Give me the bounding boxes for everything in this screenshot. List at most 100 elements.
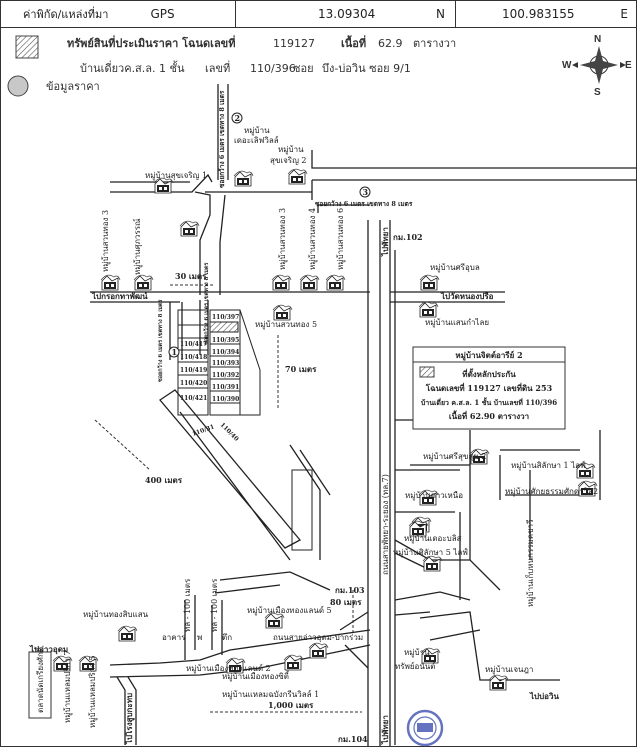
area-label: เนื้อที่ bbox=[341, 35, 366, 50]
plot-label: 110/397 bbox=[212, 314, 239, 321]
label: ไปวัดหนองปรือ bbox=[440, 291, 494, 301]
label: ทรัพย์อนันต์ bbox=[395, 661, 435, 671]
label: หมู่บ้านเมืองทองซิตี้ bbox=[222, 670, 290, 682]
label: ไปอ่าวอุดม bbox=[29, 644, 68, 655]
info-line3: เนื้อที่ 62.90 ตารางวา bbox=[449, 410, 529, 421]
deed-number: 119127 bbox=[273, 37, 315, 50]
label: ทล - 100 เมตร bbox=[183, 578, 192, 632]
label: หมู่บ้านเมืองทองแลนด์ 5 bbox=[247, 605, 332, 616]
label: 80 เมตร bbox=[330, 597, 362, 607]
label: กม.103 bbox=[335, 585, 365, 595]
latitude-cell: 13.09304 N bbox=[236, 1, 456, 27]
label: หมู่บ้านแหลมฉบังกรีนวิลล์ 1 bbox=[222, 689, 319, 700]
label: หมู่บ้านสวนทอง 6 bbox=[336, 208, 346, 270]
plot-label: 110/420 bbox=[180, 380, 207, 387]
compass-s: S bbox=[594, 87, 601, 98]
soi-label: ซอย bbox=[293, 62, 314, 75]
village-house-icon bbox=[287, 168, 308, 185]
plot-label: 110/40 bbox=[219, 421, 240, 442]
price-data-label: ข้อมูลราคา bbox=[46, 80, 100, 93]
info-title: หมู่บ้านจิตต์อารีย์ 2 bbox=[455, 350, 522, 361]
label: หมู่บ้านสวนทอง 3 bbox=[101, 210, 111, 272]
village-house-icon bbox=[308, 642, 329, 659]
label: ตลาดนัดเกรียงศักดิ์ bbox=[34, 646, 45, 713]
label: ไปกรอกทาพัฒน์ bbox=[91, 291, 148, 301]
price-data-circle-icon bbox=[7, 75, 29, 97]
label: หมู่บ้านศักยธรรมศักดาวิล2 bbox=[505, 487, 598, 497]
soi-value: บึง-บ่อวิน ซอย 9/1 bbox=[322, 62, 411, 75]
village-house-icon bbox=[271, 274, 292, 291]
label: 70 เมตร bbox=[285, 364, 317, 374]
label: ซอยกว้าง 6 เมตร เขตทาง 8 เมตร bbox=[202, 263, 210, 345]
plot-label: 110/421 bbox=[180, 395, 207, 402]
label: ไปโรงสูบกะทบ bbox=[124, 693, 135, 745]
subject-property-hatch-icon bbox=[15, 35, 39, 59]
label: กม.102 bbox=[393, 232, 423, 242]
latitude-value: 13.09304 bbox=[318, 7, 376, 21]
label: หมู่บ้านสุขเจริญ 1 bbox=[145, 171, 207, 181]
label: ทล - 100 เมตร bbox=[210, 578, 219, 632]
map-labels: หมู่บ้านสุขเจริญ 1 หมู่บ้าน เดอะเลิฟวิลล… bbox=[28, 90, 598, 745]
latitude-dir: N bbox=[436, 7, 445, 21]
marker-2: 2 bbox=[235, 113, 241, 123]
label: ซอยกว้าง 6 เมตร เขตทาง 8 เมตร bbox=[315, 199, 413, 208]
village-house-icon bbox=[153, 177, 174, 194]
label: อาคาร bbox=[162, 633, 186, 642]
label: 400 เมตร bbox=[145, 475, 183, 485]
source-value: GPS bbox=[150, 7, 175, 21]
area-value: 62.9 bbox=[378, 37, 403, 50]
plot-label: 110/391 bbox=[212, 384, 239, 391]
label: หมู่บ้าน bbox=[278, 145, 304, 155]
village-house-icon bbox=[100, 274, 121, 291]
label: ถนนสายอ่าวอุดม-ปากร่วม bbox=[273, 633, 363, 642]
location-markers: 2 3 1 bbox=[168, 112, 371, 358]
label: หมู่บ้านศิลักษา 5 ไลฟ์ bbox=[393, 547, 468, 558]
village-house-icon bbox=[272, 304, 293, 321]
plot-label: 110/418 bbox=[180, 354, 207, 361]
house-type: บ้านเดี่ยวค.ส.ล. 1 ชั้น bbox=[80, 60, 185, 75]
village-house-icon bbox=[117, 625, 138, 642]
label: หมู่บ้านสวนทอง 4 bbox=[308, 208, 318, 270]
label: ไปพัทยา bbox=[380, 227, 390, 257]
subject-plot-hatch bbox=[209, 321, 239, 333]
plot-label: 110/394 bbox=[212, 349, 239, 356]
area-unit: ตารางวา bbox=[413, 37, 456, 50]
label: ถนนสายพัทยา-ระยอง (ทล.7) bbox=[381, 474, 390, 575]
info-subtitle: ที่ตั้งหลักประกัน bbox=[462, 368, 516, 379]
village-house-icon bbox=[422, 555, 443, 572]
plot-label: 110/417 bbox=[180, 341, 207, 348]
plot-label: 110/393 bbox=[212, 360, 239, 367]
label: หมู่บ้านเดอะบลิส bbox=[404, 534, 462, 544]
village-house-icon bbox=[264, 612, 285, 629]
collateral-hatch-icon bbox=[419, 366, 435, 378]
label: หมู่บ้านสิลักษา 1 ไลฟ์ bbox=[511, 460, 586, 471]
label: สุขเจริญ 2 bbox=[270, 156, 307, 165]
plot-label: 110/419 bbox=[180, 367, 207, 374]
label: 1,000 เมตร bbox=[268, 700, 314, 710]
label: ไปพัทยา bbox=[380, 715, 390, 745]
label: ซอยกว้าง 6 เมตร เขตทาง 8 เมตร bbox=[217, 90, 226, 188]
label: พ bbox=[197, 633, 202, 642]
village-house-icon bbox=[418, 301, 439, 318]
label: หมู่บ้านเมืองทองแลนด์ 2 bbox=[186, 663, 271, 674]
plot-label: 110/390 bbox=[212, 396, 239, 403]
label: หมู่บ้าน bbox=[404, 648, 430, 658]
plot-label: 110/395 bbox=[212, 337, 239, 344]
marker-3: 3 bbox=[363, 187, 369, 197]
label: เดอะเลิฟวิลล์ bbox=[234, 135, 279, 145]
label: หมู่บ้าน bbox=[244, 126, 270, 136]
info-line2: บ้านเดี่ยว ค.ส.ล. 1 ชั้น บ้านเลขที่ 110/… bbox=[421, 396, 557, 407]
plot-label: 110/392 bbox=[212, 372, 239, 379]
compass-n: N bbox=[594, 34, 601, 45]
roads bbox=[90, 84, 637, 746]
village-house-icon bbox=[179, 220, 200, 237]
label: หมู่บ้านแหลมปริกา 5 bbox=[88, 655, 98, 728]
label: 30 เมตร bbox=[175, 271, 207, 281]
house-no: 110/396 bbox=[250, 62, 296, 75]
compass-w: W bbox=[562, 60, 572, 71]
label: หมู่บ้านสวนทอง 5 bbox=[255, 320, 317, 330]
village-house-icon bbox=[419, 274, 440, 291]
label: หมู่บ้านเจนฎา bbox=[485, 665, 533, 675]
label: หมู่บ้านดาวเหนือ bbox=[405, 491, 463, 501]
